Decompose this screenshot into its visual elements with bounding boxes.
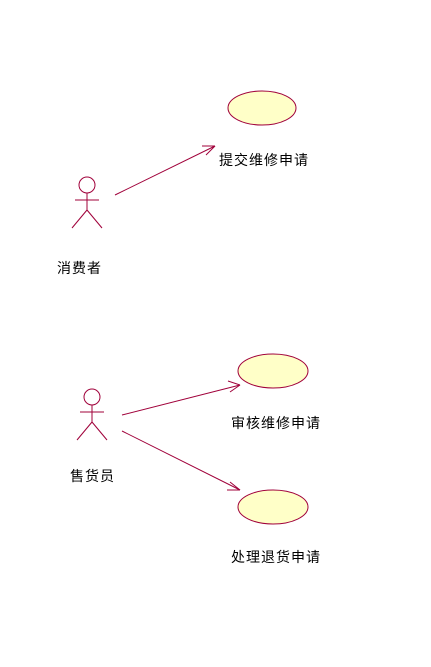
use-case-label-submit-repair: 提交维修申请 — [219, 153, 309, 169]
use-case-review-repair-ellipse[interactable] — [237, 353, 309, 389]
actor-consumer-left-leg — [71, 209, 88, 229]
actor-salesperson[interactable] — [76, 388, 108, 441]
actor-salesperson-head — [83, 388, 101, 406]
association-line — [121, 384, 241, 416]
arrowhead-upper — [227, 380, 241, 386]
actor-consumer[interactable] — [71, 176, 103, 229]
use-case-label-review-repair: 审核维修申请 — [231, 416, 321, 432]
association-consumer-submit-repair[interactable] — [114, 145, 216, 196]
association-line — [121, 430, 241, 491]
actor-consumer-head — [78, 176, 96, 194]
actor-salesperson-left-leg — [76, 421, 93, 441]
association-salesperson-handle-return[interactable] — [121, 430, 241, 491]
use-case-submit-repair-ellipse[interactable] — [227, 90, 297, 126]
arrowhead-lower — [229, 384, 241, 393]
arrowhead-upper — [229, 481, 241, 491]
actor-salesperson-right-leg — [91, 421, 108, 441]
use-case-handle-return-ellipse[interactable] — [237, 489, 309, 525]
association-salesperson-review-repair[interactable] — [121, 380, 241, 416]
actor-label-consumer: 消费者 — [57, 261, 102, 277]
arrowhead-lower — [205, 145, 216, 156]
use-case-label-handle-return: 处理退货申请 — [231, 550, 321, 566]
actor-label-salesperson: 售货员 — [70, 469, 115, 485]
association-line — [114, 145, 216, 196]
actor-consumer-right-leg — [86, 209, 103, 229]
